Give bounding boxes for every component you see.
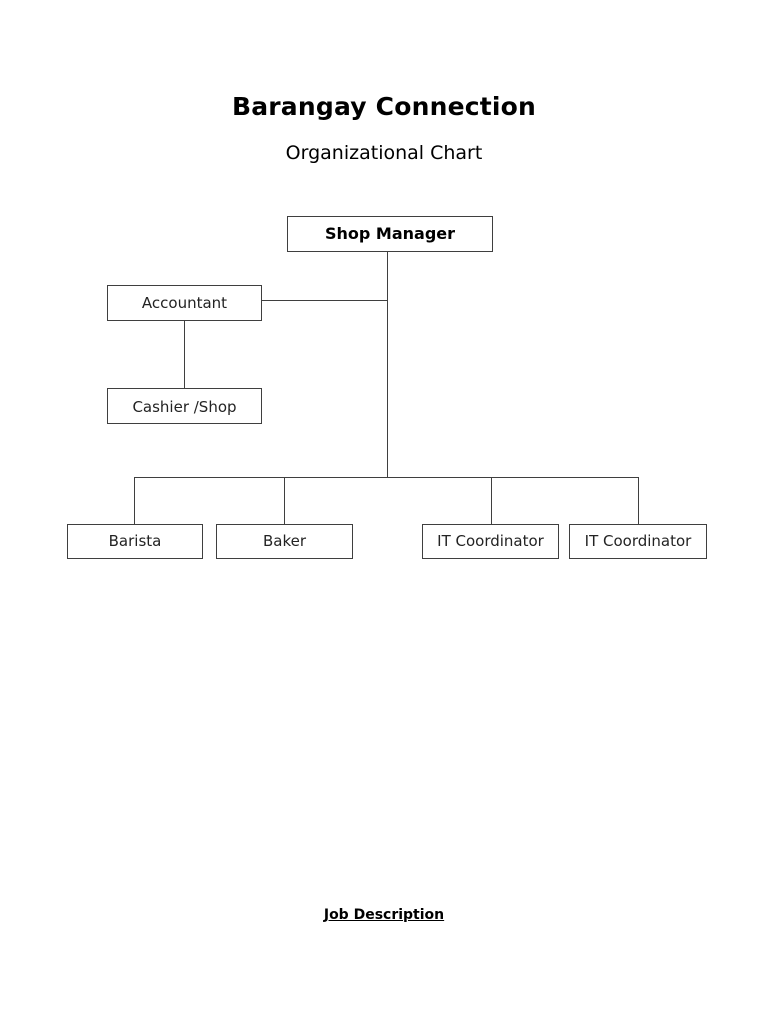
org-node-label: Cashier /Shop — [132, 398, 237, 416]
connector-drop-it-coordinator-2 — [638, 477, 639, 524]
org-node-label: Shop Manager — [324, 224, 456, 243]
org-node-barista[interactable]: Barista — [67, 524, 203, 559]
connector-drop-it-coordinator-1 — [491, 477, 492, 524]
connector-root-trunk — [387, 252, 388, 478]
connector-root-accountant — [262, 300, 388, 301]
job-description-heading: Job Description — [323, 907, 445, 923]
org-node-it-coordinator-2[interactable]: IT Coordinator — [569, 524, 707, 559]
org-node-it-coordinator-1[interactable]: IT Coordinator — [422, 524, 559, 559]
connector-bottom-bus — [134, 477, 639, 478]
org-node-cashier[interactable]: Cashier /Shop — [107, 388, 262, 424]
page-title: Barangay Connection — [231, 92, 537, 121]
connector-drop-baker — [284, 477, 285, 524]
org-node-shop-manager[interactable]: Shop Manager — [287, 216, 493, 252]
org-node-label: Barista — [108, 532, 162, 550]
org-node-accountant[interactable]: Accountant — [107, 285, 262, 321]
org-node-label: IT Coordinator — [584, 532, 692, 550]
org-node-label: IT Coordinator — [437, 532, 544, 550]
page-subtitle: Organizational Chart — [285, 142, 483, 164]
connector-accountant-cashier — [184, 321, 185, 388]
org-node-label: Baker — [262, 532, 307, 550]
org-node-baker[interactable]: Baker — [216, 524, 353, 559]
org-node-label: Accountant — [141, 294, 228, 312]
connector-drop-barista — [134, 477, 135, 524]
